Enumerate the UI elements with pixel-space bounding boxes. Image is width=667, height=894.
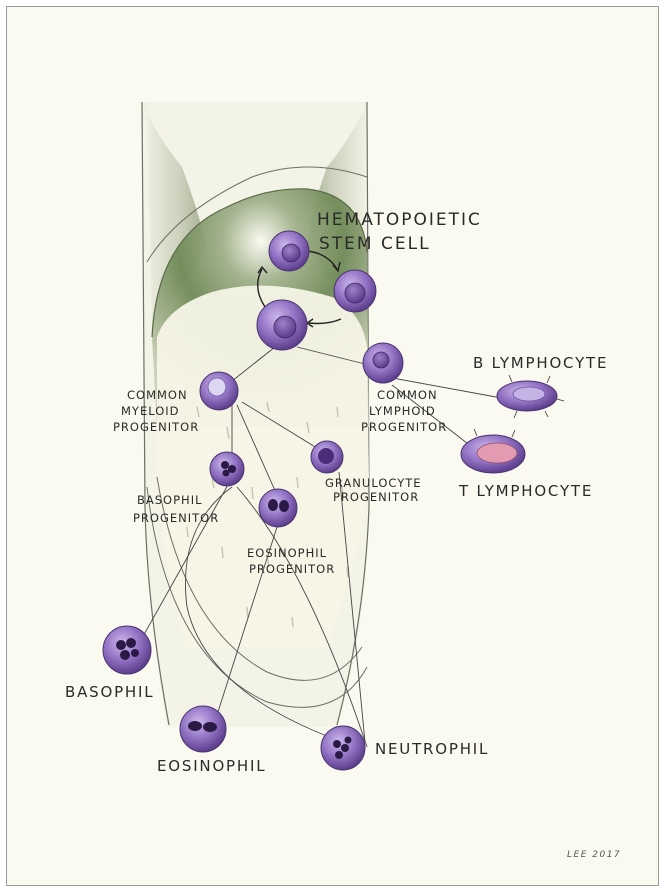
eosinophil-cell (180, 706, 226, 752)
basophil-progenitor-label-line1: BASOPHIL (137, 493, 203, 507)
basophil-progenitor-cell (210, 452, 244, 486)
basophil-progenitor-label-line2: PROGENITOR (133, 511, 219, 525)
basophil-cell (103, 626, 151, 674)
eosinophil-label: EOSINOPHIL (157, 757, 266, 775)
neutrophil-label: NEUTROPHIL (375, 740, 489, 758)
hematopoiesis-diagram: HEMATOPOIETIC STEM CELL COMMON MYELOID P… (7, 7, 660, 887)
artist-signature: LEE 2017 (567, 850, 621, 860)
clp-label-line3: PROGENITOR (361, 420, 447, 434)
cmp-label-line1: COMMON (127, 388, 188, 402)
hsc-label-line2: STEM CELL (319, 234, 431, 254)
granulocyte-progenitor-label-line1: GRANULOCYTE (325, 476, 422, 490)
b-lymphocyte-label: B LYMPHOCYTE (473, 354, 608, 372)
cmp-label-line2: MYELOID (121, 404, 180, 418)
hsc-cell-bottom (257, 300, 307, 350)
eosinophil-progenitor-label-line2: PROGENITOR (249, 562, 335, 576)
common-lymphoid-progenitor-cell (363, 343, 403, 383)
hsc-cell-top (269, 231, 309, 271)
clp-label-line2: LYMPHOID (369, 404, 436, 418)
granulocyte-progenitor-label-line2: PROGENITOR (333, 490, 419, 504)
b-lymphocyte-cell (497, 375, 564, 418)
hsc-cell-right (334, 270, 376, 312)
cmp-label-line3: PROGENITOR (113, 420, 199, 434)
hsc-label-line1: HEMATOPOIETIC (317, 210, 482, 230)
eosinophil-progenitor-cell (259, 489, 297, 527)
granulocyte-progenitor-cell (311, 441, 343, 473)
neutrophil-cell (321, 726, 365, 770)
common-myeloid-progenitor-cell (200, 372, 238, 410)
basophil-label: BASOPHIL (65, 683, 154, 701)
illustration-frame: HEMATOPOIETIC STEM CELL COMMON MYELOID P… (6, 6, 659, 886)
clp-label-line1: COMMON (377, 388, 438, 402)
t-lymphocyte-cell (461, 429, 525, 473)
eosinophil-progenitor-label-line1: EOSINOPHIL (247, 546, 327, 560)
t-lymphocyte-label: T LYMPHOCYTE (458, 482, 593, 500)
